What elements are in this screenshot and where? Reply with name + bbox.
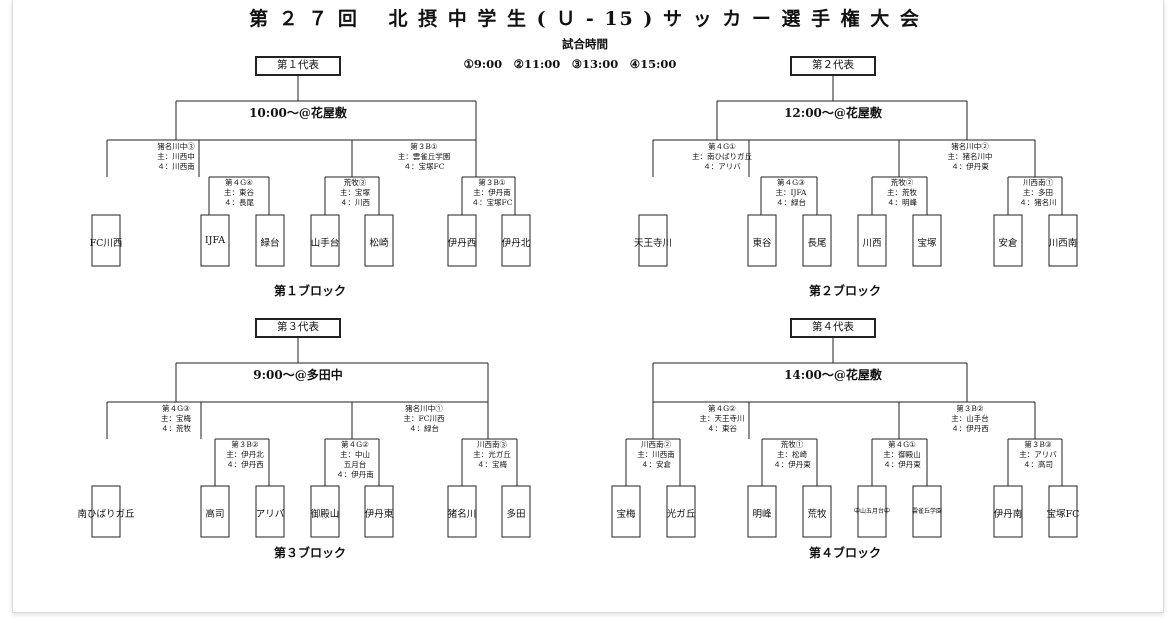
team-box (310, 214, 340, 267)
team-box (255, 485, 285, 538)
final-venue: 14:00～@花屋敷 (784, 368, 882, 382)
team-name: 明峰 (752, 509, 772, 520)
team-name: 緑台 (260, 238, 280, 249)
team-box (1048, 485, 1078, 538)
team-name: 安倉 (998, 238, 1018, 249)
semifinal-right-info: 猪名川中① 主：FC川西 ４：緑台 (403, 404, 445, 433)
team-name: 南ひばりガ丘 (77, 509, 135, 520)
team-name: 宝塚 (917, 238, 937, 249)
semifinal-right-info: 第３B① 主：雲雀丘学園 ４：宝塚FC (397, 142, 451, 171)
team-name: 宝梅 (616, 509, 636, 520)
team-box (501, 485, 531, 538)
page-title: 第 ２ ７ 回 北 摂 中 学 生 ( Ｕ - 15 ) サ ッ カ ー 選 手… (249, 8, 921, 30)
team-box (747, 485, 777, 538)
team-name: FC川西 (89, 238, 123, 249)
representative-label: 第１代表 (277, 59, 319, 71)
representative-label: 第２代表 (812, 59, 854, 71)
team-box (200, 485, 230, 538)
team-name: 猪名川 (447, 509, 477, 520)
team-name: 天王寺川 (633, 238, 672, 249)
semifinal-right-info: 猪名川中② 主：猪名川中 ４：伊丹東 (947, 142, 993, 171)
team-box (912, 214, 942, 267)
team-name: 東谷 (752, 238, 772, 249)
team-name: 光ガ丘 (666, 509, 696, 520)
team-name: 伊丹北 (501, 238, 531, 249)
team-box (91, 485, 121, 538)
quarterfinal-info: 川西南③ 主：光ガ丘 ４：宝梅 (473, 440, 511, 469)
team-name: 松崎 (369, 238, 389, 249)
team-name: 高司 (205, 509, 225, 520)
team-box (364, 214, 394, 267)
team-box (91, 214, 121, 267)
quarterfinal-info: 第４G② 主：中山 五月台 ４：伊丹南 (336, 440, 374, 479)
quarterfinal-info: 川西南① 主：多田 ４：猪名川 (1019, 178, 1057, 207)
team-name: 川西南 (1048, 238, 1078, 249)
block-label: 第１ブロック (273, 284, 346, 298)
schedule-times: ①9:00 ②11:00 ③13:00 ④15:00 (463, 57, 677, 71)
quarterfinal-info: 第４G③ 主：IJFA ４：緑台 (775, 178, 807, 207)
block-label: 第３ブロック (273, 546, 346, 560)
team-name: 荒牧 (807, 509, 827, 520)
team-box (501, 214, 531, 267)
team-box (447, 485, 477, 538)
schedule-heading: 試合時間 (562, 37, 608, 51)
team-name: 伊丹南 (993, 509, 1023, 520)
team-name: 山手台 (310, 238, 340, 249)
team-name: 宝塚FC (1046, 509, 1080, 520)
final-venue: 12:00～@花屋敷 (784, 106, 882, 120)
final-venue: 9:00～@多田中 (253, 368, 343, 382)
team-box (747, 214, 777, 267)
team-box (802, 485, 832, 538)
team-box (255, 214, 285, 267)
quarterfinal-info: 第３B② 主：伊丹北 ４：伊丹西 (226, 440, 264, 469)
team-box (447, 214, 477, 267)
quarterfinal-info: 荒牧① 主：松崎 ４：伊丹東 (773, 440, 811, 469)
team-box (1048, 214, 1078, 267)
block-label: 第２ブロック (808, 284, 881, 298)
semifinal-left-info: 第４G② 主：天王寺川 ４：東谷 (699, 404, 745, 433)
final-venue: 10:00～@花屋敷 (249, 106, 347, 120)
team-box (310, 485, 340, 538)
team-box (638, 214, 668, 267)
block-label: 第４ブロック (808, 546, 881, 560)
quarterfinal-info: 荒牧③ 主：宝塚 ４：川西 (340, 178, 370, 207)
team-name: 雲雀丘学園 (911, 508, 942, 515)
team-name: アリバ (255, 509, 285, 520)
representative-label: 第３代表 (277, 321, 319, 333)
team-name: 中山五月台中 (853, 508, 890, 515)
team-name: 長尾 (807, 238, 827, 249)
quarterfinal-info: 第３B① 主：伊丹南 ４：宝塚FC (471, 178, 513, 207)
semifinal-right-info: 第３B② 主：山手台 ４：伊丹西 (951, 404, 989, 433)
team-name: IJFA (204, 235, 226, 246)
team-box (611, 485, 641, 538)
quarterfinal-info: 川西南② 主：川西南 ４：安倉 (637, 440, 675, 469)
team-box (200, 214, 230, 267)
semifinal-left-info: 第４G① 主：南ひばりガ丘 ４：アリバ (692, 142, 752, 171)
team-box (857, 485, 887, 538)
team-box (912, 485, 942, 538)
team-box (666, 485, 696, 538)
semifinal-left-info: 猪名川中③ 主：川西中 ４：川西南 (157, 142, 195, 171)
quarterfinal-info: 第４G④ 主：東谷 ４：長尾 (224, 178, 254, 207)
team-name: 伊丹西 (447, 238, 477, 249)
quarterfinal-info: 荒牧② 主：荒牧 ４：明峰 (887, 178, 917, 207)
team-box (857, 214, 887, 267)
team-name: 伊丹東 (364, 509, 394, 520)
quarterfinal-info: 第４G① 主：御殿山 ４：伊丹東 (883, 440, 921, 469)
team-box (993, 485, 1023, 538)
quarterfinal-info: 第３B③ 主：アリバ ４：高司 (1019, 440, 1057, 469)
team-box (802, 214, 832, 267)
semifinal-left-info: 第４G③ 主：宝梅 ４：荒牧 (161, 404, 191, 433)
team-name: 多田 (506, 509, 526, 520)
team-name: 御殿山 (310, 509, 340, 520)
representative-label: 第４代表 (812, 321, 854, 333)
team-box (993, 214, 1023, 267)
team-box (364, 485, 394, 538)
team-name: 川西 (862, 238, 882, 249)
